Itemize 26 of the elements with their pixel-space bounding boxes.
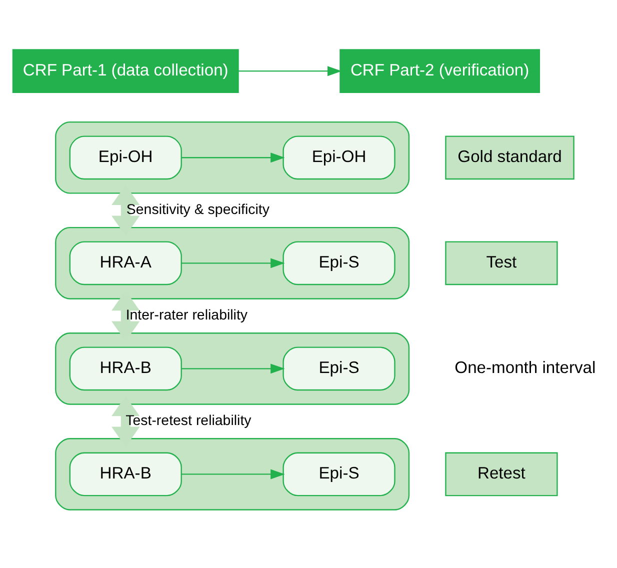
arrow <box>181 363 285 374</box>
edge-label: Test-retest reliability <box>126 412 252 429</box>
arrow <box>181 258 285 268</box>
node-box: Epi-S <box>282 240 396 285</box>
node-box: HRA-B <box>69 346 182 390</box>
arrow <box>181 468 285 479</box>
cluster <box>55 120 410 194</box>
arrow <box>181 152 285 162</box>
node-box: Epi-OH <box>282 135 396 180</box>
node-box: Epi-OH <box>69 135 182 180</box>
cluster <box>55 226 410 299</box>
edge-label: Inter-rater reliability <box>126 307 248 324</box>
edge-label: Sensitivity & specificity <box>126 202 270 218</box>
arrow <box>238 66 342 76</box>
node-box: Epi-S <box>282 452 396 496</box>
node-box: Epi-S <box>282 346 396 390</box>
node-box: CRF Part-1 (data collection) <box>12 48 239 93</box>
node-box: CRF Part-2 (verification) <box>340 48 540 93</box>
node-box: HRA-B <box>69 452 182 496</box>
cluster <box>55 438 410 510</box>
cluster <box>55 332 410 404</box>
node-box: Gold standard <box>445 135 574 180</box>
node-box: HRA-A <box>69 240 182 285</box>
node-box: Retest <box>445 452 558 496</box>
node-box: Test <box>445 240 558 285</box>
label: One-month interval <box>454 358 596 377</box>
